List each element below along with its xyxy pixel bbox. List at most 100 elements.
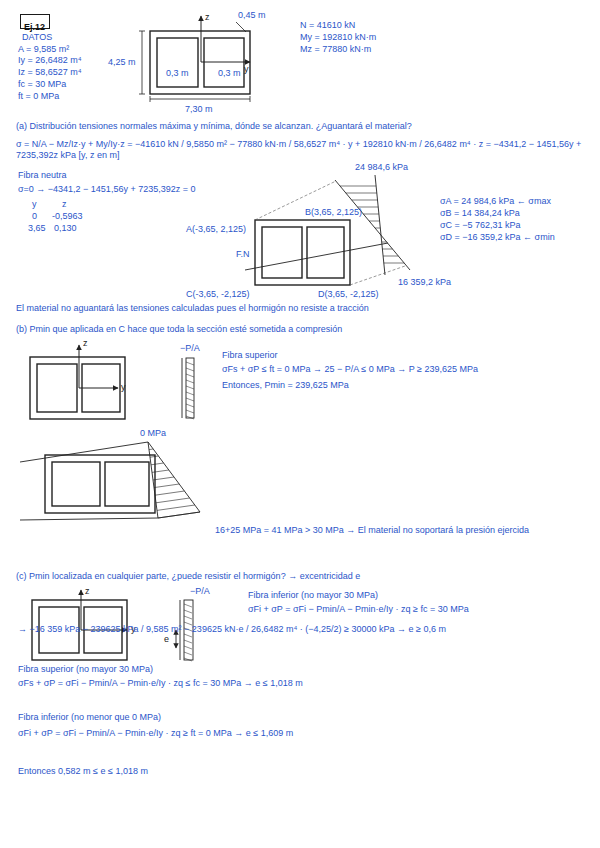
handwritten-note: σFi + σP = σFi − Pmin/A − Pmin·e/Iy · zq… <box>248 604 588 615</box>
stress-diagram <box>382 242 387 243</box>
handwritten-note: y <box>121 382 126 393</box>
handwritten-note: y <box>32 199 37 210</box>
handwritten-note: z <box>62 199 67 210</box>
box-section <box>262 227 302 278</box>
stress-diagram <box>148 442 200 512</box>
load-block <box>184 640 192 643</box>
handwritten-note: (b) Pmin que aplicada en C hace que toda… <box>16 324 591 335</box>
handwritten-note: C(-3,65, -2,125) <box>186 289 250 300</box>
exercise-number-box: Ej.12 <box>20 14 50 29</box>
handwritten-note: A = 9,585 m² <box>18 44 69 55</box>
stress-diagram <box>149 449 153 451</box>
handwritten-note: D(3,65, -2,125) <box>318 289 379 300</box>
load-block <box>186 398 194 401</box>
box-section <box>150 31 250 94</box>
dimension-lines <box>150 96 151 102</box>
handwritten-note: fc = 30 MPa <box>18 79 66 90</box>
box-section <box>30 357 125 419</box>
handwritten-note: σ=0 → −4341,2 − 1451,56y + 7235,392z = 0 <box>18 184 238 195</box>
load-block <box>184 634 192 637</box>
handwritten-note: Fibra superior (no mayor 30 MPa) <box>18 664 153 675</box>
dimension-lines <box>150 99 250 100</box>
handwritten-note: → −16 359 kPa − 239625 kPa / 9,585 m² − … <box>18 624 593 635</box>
stress-diagram <box>369 221 379 222</box>
handwritten-note: σFi + σP = σFi − Pmin/A − Pmin·e/Iy · zq… <box>18 728 593 739</box>
stress-diagram <box>335 175 410 275</box>
stress-diagram <box>20 442 148 462</box>
stress-diagram <box>384 263 404 264</box>
stress-diagram <box>352 200 378 201</box>
handwritten-note: σ = N/A − Mz/Iz·y + My/Iy·z = −41610 kN … <box>16 139 591 161</box>
dimension-lines <box>250 96 251 102</box>
box-section <box>150 31 250 94</box>
axes <box>201 16 250 62</box>
stress-diagram <box>155 491 184 495</box>
handwritten-note: y <box>244 64 249 75</box>
stress-diagram <box>363 214 379 215</box>
load-block <box>184 646 192 649</box>
dimension-lines <box>139 94 145 95</box>
handwritten-note: 0 MPa <box>140 428 166 439</box>
handwritten-note: F.N <box>236 249 250 260</box>
load-block <box>184 604 192 607</box>
stress-diagram <box>158 512 200 518</box>
handwritten-note: Mz = 77880 kN·m <box>300 44 371 55</box>
load-block <box>184 610 192 613</box>
box-section <box>157 38 198 87</box>
handwritten-note: e <box>164 634 169 645</box>
box-section <box>45 455 155 513</box>
axes <box>79 345 80 388</box>
stress-diagram <box>346 193 377 194</box>
stress-diagram <box>375 175 385 275</box>
dimension-lines <box>236 22 246 32</box>
stress-diagram <box>383 256 398 257</box>
handwritten-note: σFs + σP ≤ ft = 0 MPa → 25 − P/A ≤ 0 MPa… <box>222 364 582 375</box>
handwritten-note: (a) Distribución tensiones normales máxi… <box>16 121 591 132</box>
handwritten-note: Fibra superior <box>222 350 278 361</box>
axes <box>201 16 202 62</box>
handwritten-note: −P/A <box>180 343 200 354</box>
handwritten-note: 7,30 m <box>185 104 213 115</box>
handwritten-note: 24 984,6 kPa <box>355 162 408 173</box>
dimension-lines <box>139 22 250 102</box>
load-block <box>186 358 194 418</box>
handwritten-note: Iy = 26,6482 m⁴ <box>18 55 82 66</box>
handwritten-note: Entonces, Pmin = 239,625 MPa <box>222 380 349 391</box>
handwritten-note: ft = 0 MPa <box>18 91 59 102</box>
handwritten-note: 3,65 <box>28 223 46 234</box>
handwritten-note: z <box>83 338 88 349</box>
handwritten-note: 16 359,2 kPa <box>398 277 451 288</box>
handwritten-note: -0,5963 <box>52 211 83 222</box>
handwritten-note: Fibra neutra <box>18 170 67 181</box>
handwritten-note: 0,130 <box>54 223 77 234</box>
handwritten-note: z <box>205 12 210 23</box>
projection-lines <box>350 266 405 285</box>
load-block <box>184 616 192 619</box>
load-block <box>186 416 194 419</box>
stress-diagram <box>375 228 380 229</box>
handwritten-note: σB = 14 384,24 kPa <box>440 208 520 219</box>
stress-diagram <box>335 180 410 270</box>
handwritten-note: Iz = 58,6527 m⁴ <box>18 67 82 78</box>
handwritten-note: σFs + σP = σFi − Pmin/A − Pmin·e/Iy · zq… <box>18 678 593 689</box>
handwritten-note: 0,45 m <box>238 10 266 21</box>
stress-diagram <box>158 512 200 518</box>
handwritten-note: Fibra inferior (no mayor 30 MPa) <box>248 590 378 601</box>
handwritten-note: B(3,65, 2,125) <box>305 207 362 218</box>
handwritten-note: 16+25 MPa = 41 MPa > 30 MPa → El materia… <box>215 525 595 536</box>
stress-diagram <box>156 498 190 503</box>
handwritten-note: Entonces 0,582 m ≤ e ≤ 1,018 m <box>18 766 148 777</box>
projection-lines <box>255 181 405 285</box>
stress-diagram <box>382 249 392 250</box>
load-block <box>186 392 194 395</box>
handwritten-note: σD = −16 359,2 kPa ← σmin <box>440 232 555 243</box>
load-block <box>184 652 192 655</box>
load-block <box>182 358 183 418</box>
handwritten-note: 0,3 m <box>218 68 241 79</box>
load-block <box>186 362 194 365</box>
handwritten-note: El material no aguantará las tensiones c… <box>16 303 591 314</box>
dimension-lines <box>142 31 143 94</box>
neutral-axis <box>245 243 388 270</box>
handwritten-note: −P/A <box>190 586 210 597</box>
stress-diagram <box>20 518 158 520</box>
